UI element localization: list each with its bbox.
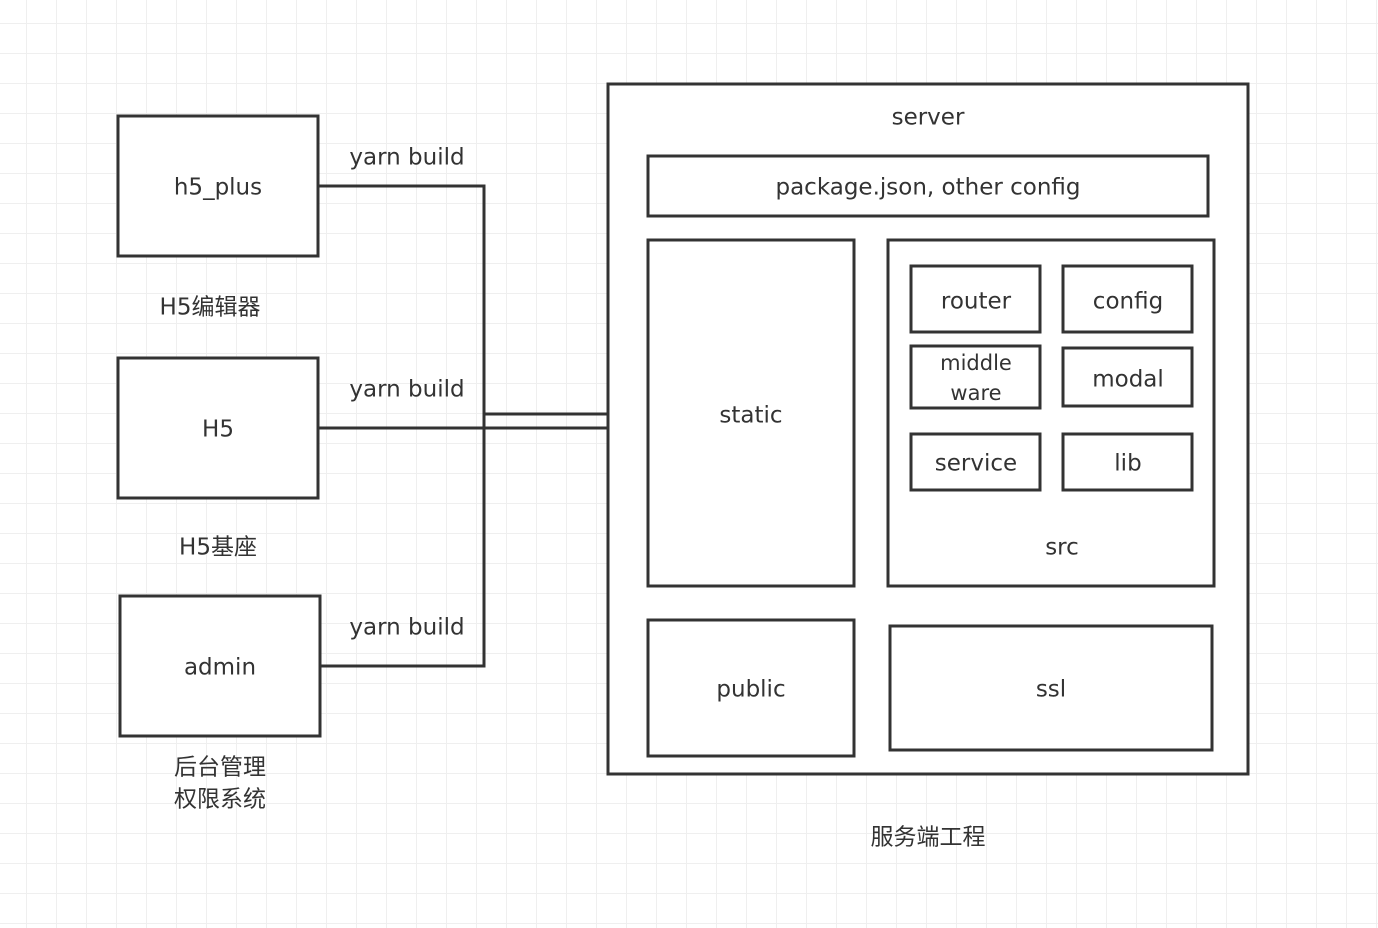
node-static[interactable]: static: [646, 238, 856, 588]
module-config[interactable]: config: [1061, 264, 1194, 334]
edge-label: yarn build: [349, 615, 464, 641]
module-modal[interactable]: modal: [1061, 346, 1194, 408]
node-label: lib: [1114, 451, 1141, 477]
node-label: modal: [1092, 367, 1164, 393]
module-middleware[interactable]: middle ware: [909, 344, 1042, 410]
node-label: static: [719, 403, 782, 429]
node-h5[interactable]: H5: [116, 356, 320, 500]
connector-admin: [320, 414, 486, 668]
node-label: admin: [184, 655, 256, 681]
node-ssl[interactable]: ssl: [888, 624, 1214, 752]
node-label: service: [935, 451, 1017, 477]
node-h5-plus[interactable]: h5_plus: [116, 114, 320, 258]
node-caption: H5基座: [179, 535, 257, 561]
server-caption: 服务端工程: [871, 825, 986, 851]
node-caption: 权限系统: [174, 787, 266, 813]
module-service[interactable]: service: [909, 432, 1042, 492]
node-label: ware: [950, 381, 1001, 405]
node-caption: H5编辑器: [160, 295, 261, 321]
module-lib[interactable]: lib: [1061, 432, 1194, 492]
edge-label: yarn build: [349, 377, 464, 403]
node-public[interactable]: public: [646, 618, 856, 758]
module-router[interactable]: router: [909, 264, 1042, 334]
node-package[interactable]: package.json, other config: [646, 154, 1210, 218]
node-label: H5: [202, 417, 234, 443]
node-label: h5_plus: [174, 175, 262, 201]
node-label: public: [716, 677, 785, 703]
connector-h5plus: [318, 184, 620, 416]
edge-label: yarn build: [349, 145, 464, 171]
node-label: src: [1045, 535, 1079, 561]
node-label: middle: [940, 351, 1012, 375]
node-label: config: [1093, 289, 1163, 315]
node-caption: 后台管理: [174, 755, 266, 781]
node-label: router: [941, 289, 1012, 315]
server-title: server: [892, 105, 965, 131]
node-label: ssl: [1036, 677, 1066, 703]
node-label: package.json, other config: [775, 175, 1080, 201]
node-admin[interactable]: admin: [118, 594, 322, 738]
